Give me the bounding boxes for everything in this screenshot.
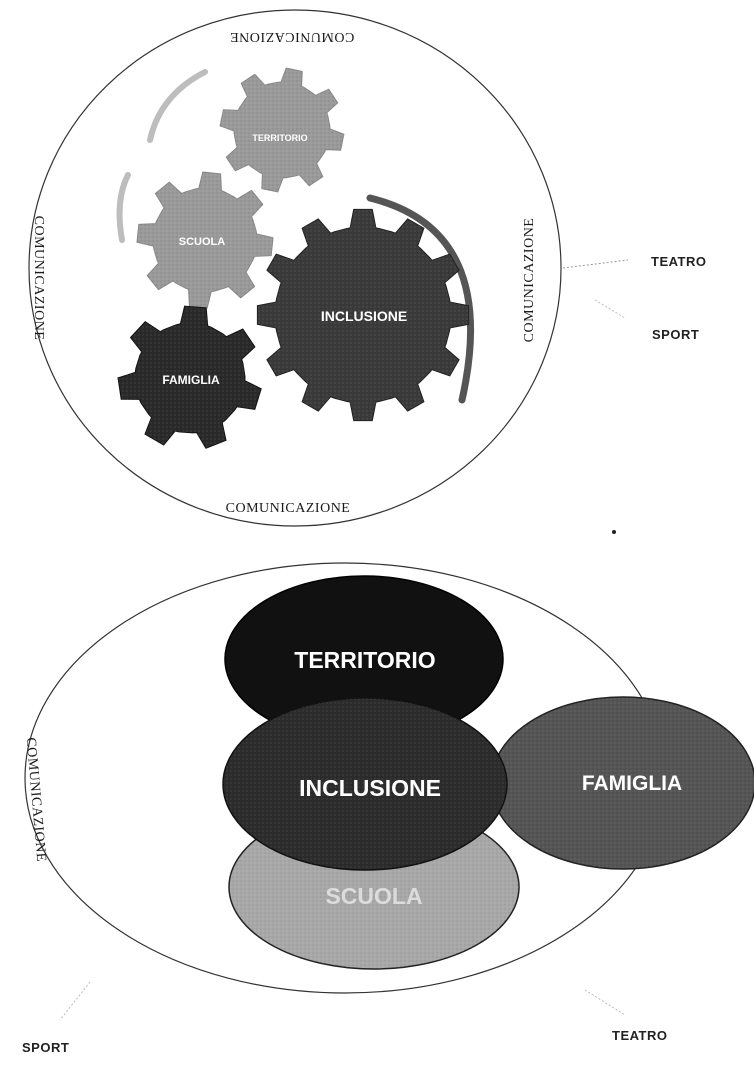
arc-arrow-left-lower xyxy=(116,172,131,243)
top-outer-circle xyxy=(28,9,562,527)
gear-label-inclusione: INCLUSIONE xyxy=(321,308,407,324)
arc-arrow-right xyxy=(366,194,475,404)
gear-scuola-texture xyxy=(137,172,273,308)
oval-famiglia-texture xyxy=(491,697,754,869)
gear-label-territorio: TERRITORIO xyxy=(252,133,307,143)
top-ring-label-top: COMUNICAZIONE xyxy=(230,29,355,44)
connector-sport-bottom xyxy=(59,981,91,1021)
stray-dot xyxy=(612,530,616,534)
gear-scuola xyxy=(136,171,274,309)
connector-teatro-bottom xyxy=(584,989,626,1016)
top-label-teatro: TEATRO xyxy=(651,254,706,269)
oval-label-famiglia: FAMIGLIA xyxy=(582,772,682,795)
bottom-label-sport: SPORT xyxy=(22,1040,69,1055)
gear-territorio-texture xyxy=(220,68,344,192)
top-ring-label-right: COMUNICAZIONE xyxy=(522,218,537,343)
top-ring-label-left: COMUNICAZIONE xyxy=(31,216,46,341)
gear-inclusione-texture xyxy=(257,209,469,421)
oval-label-inclusione: INCLUSIONE xyxy=(299,775,441,801)
gear-inclusione xyxy=(256,208,470,422)
oval-label-scuola: SCUOLA xyxy=(325,883,422,909)
connector-sport-top xyxy=(594,299,626,319)
gear-famiglia-texture xyxy=(118,306,262,449)
top-label-sport: SPORT xyxy=(652,327,699,342)
oval-label-territorio: TERRITORIO xyxy=(294,647,435,673)
arc-arrow-left-upper xyxy=(147,69,208,143)
gear-famiglia xyxy=(117,305,262,449)
connector-teatro-top xyxy=(562,259,629,269)
gear-label-famiglia: FAMIGLIA xyxy=(162,373,220,387)
oval-inclusione-texture xyxy=(223,698,507,870)
bottom-label-teatro: TEATRO xyxy=(612,1028,667,1043)
gear-label-scuola: SCUOLA xyxy=(179,236,226,248)
top-ring-label-bottom: COMUNICAZIONE xyxy=(226,501,351,516)
gear-territorio xyxy=(219,67,345,193)
